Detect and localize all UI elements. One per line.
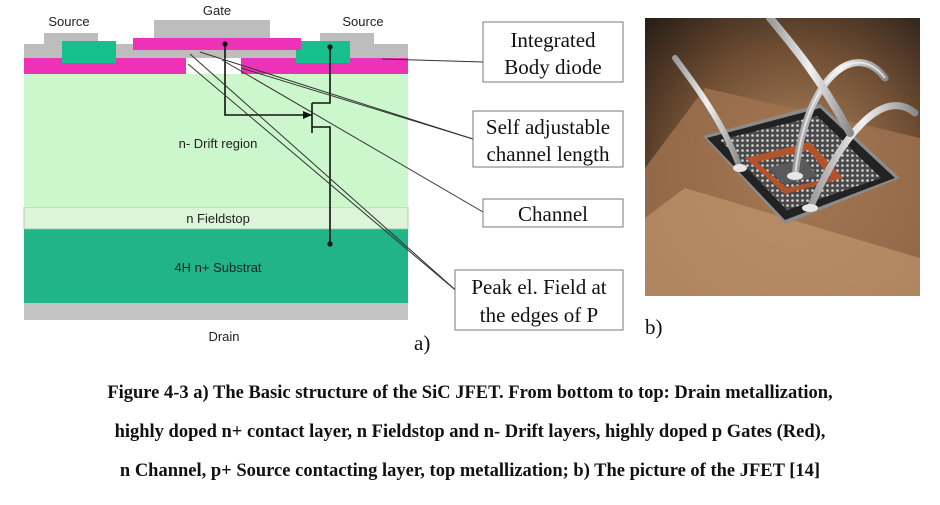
drain-metallization (24, 303, 408, 320)
fieldstop-label: n Fieldstop (186, 211, 250, 226)
callout-box-peak-field (454, 269, 624, 331)
caption-line: n Channel, p+ Source contacting layer, t… (119, 461, 821, 481)
callout-box-body-diode (482, 21, 624, 83)
gate-label: Gate (203, 3, 231, 18)
jfet-symbol (224, 44, 331, 244)
panel-b-label: b) (645, 315, 663, 339)
callout-text: Peak el. Field at (471, 275, 606, 299)
drift-layer (24, 74, 408, 207)
callout-text: Self adjustable (486, 115, 610, 139)
drain-label: Drain (208, 329, 239, 344)
caption-line: highly doped n+ contact layer, n Fieldst… (114, 422, 826, 442)
source-right-label: Source (342, 14, 383, 29)
callout-text: Channel (518, 202, 588, 226)
figure-caption: Figure 4-3 a) The Basic structure of the… (10, 374, 930, 491)
jfet-structure-diagram: Gate Source Source n- Drift region n Fie… (23, 3, 663, 355)
callout-text: Body diode (504, 55, 601, 79)
p-gate-right (241, 58, 408, 74)
callout-box-channel (482, 198, 624, 228)
gate-contact (133, 38, 301, 50)
callout-box-channel-length (472, 110, 624, 168)
drift-region-label: n- Drift region (179, 136, 258, 151)
callout-leaders (187, 51, 484, 295)
jfet-photo (645, 18, 920, 296)
panel-a-label: a) (414, 331, 430, 355)
source-left-label: Source (48, 14, 89, 29)
callout-text: channel length (486, 142, 610, 166)
callout-text: the edges of P (480, 303, 598, 327)
substrate-layer (24, 229, 408, 303)
source-contact-left (62, 41, 116, 63)
caption-line: Figure 4-3 a) The Basic structure of the… (107, 383, 833, 403)
substrate-label: 4H n+ Substrat (174, 260, 261, 275)
callout-text: Integrated (510, 28, 596, 52)
source-contact-right (296, 41, 350, 63)
